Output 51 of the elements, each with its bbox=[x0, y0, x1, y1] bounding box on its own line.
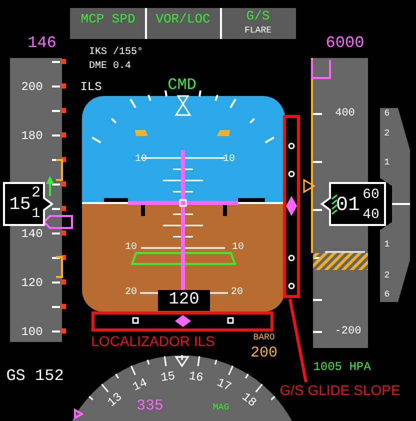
ils-course: IKS /155° bbox=[89, 48, 143, 58]
vertical-speed-value: 2 bbox=[384, 130, 390, 138]
altitude-scale-value: 400 bbox=[335, 108, 355, 120]
minimums-label: BARO bbox=[253, 334, 275, 342]
speed-readout-digit: 2 bbox=[32, 186, 40, 200]
pitch-scale-value: 10 bbox=[223, 155, 235, 165]
minimums-value: 200 bbox=[250, 346, 278, 360]
heading-scale-value: 13 bbox=[106, 391, 125, 410]
heading-reference: MAG bbox=[212, 404, 230, 412]
autopilot-status: CMD bbox=[168, 77, 196, 93]
pitch-scale-value: 20 bbox=[231, 288, 243, 298]
speed-readout-digit: 1 bbox=[32, 207, 40, 221]
vertical-speed-value: 1 bbox=[384, 240, 390, 250]
mode-annunciation: FLARE bbox=[244, 26, 272, 36]
heading-scale-value: 14 bbox=[130, 376, 149, 394]
heading-scale-value: 15 bbox=[160, 370, 176, 384]
leader-line bbox=[288, 298, 308, 382]
vertical-speed-value: 2 bbox=[384, 272, 390, 280]
selected-altitude: 6000 bbox=[326, 35, 364, 51]
vertical-speed-value: 1 bbox=[384, 158, 390, 168]
vertical-speed-value: 6 bbox=[384, 110, 390, 118]
speed-scale-value: 200 bbox=[21, 81, 43, 93]
speed-scale-value: 100 bbox=[21, 326, 43, 338]
pitch-scale-value: 10 bbox=[125, 243, 137, 253]
altitude-readout-digit: 60 bbox=[362, 188, 380, 202]
pitch-scale-value: 20 bbox=[125, 288, 137, 298]
pitch-scale-value: 10 bbox=[232, 243, 244, 253]
altitude-readout-digit: 40 bbox=[362, 208, 380, 222]
barometric-setting: 1005 HPA bbox=[313, 361, 371, 373]
speed-scale-value: 120 bbox=[21, 277, 43, 289]
heading-scale-value: 16 bbox=[188, 370, 204, 384]
callout-text: LOCALIZADOR ILS bbox=[91, 334, 215, 348]
speed-readout-digit: 15 bbox=[9, 196, 31, 214]
mode-annunciation: VOR/LOC bbox=[156, 12, 210, 26]
ground-speed: GS 152 bbox=[6, 368, 64, 384]
callout-text: G/S GLIDE SLOPE bbox=[280, 382, 400, 398]
speed-scale-value: 180 bbox=[21, 130, 43, 142]
speed-scale-value: 140 bbox=[21, 228, 43, 240]
mode-annunciation: MCP SPD bbox=[80, 12, 136, 26]
vertical-speed-value: 6 bbox=[384, 290, 390, 300]
altitude-readout-digit: 01 bbox=[336, 196, 360, 216]
altitude-scale-value: -200 bbox=[334, 326, 362, 338]
heading-scale-value: 17 bbox=[215, 376, 234, 394]
approach-mode: ILS bbox=[80, 81, 102, 93]
mode-annunciation: G/S bbox=[246, 10, 270, 22]
glide-slope-scale bbox=[283, 115, 300, 298]
dme-distance: DME 0.4 bbox=[89, 62, 131, 72]
radio-altitude: 120 bbox=[168, 292, 200, 308]
selected-heading: 335 bbox=[136, 398, 164, 414]
selected-speed: 146 bbox=[28, 35, 56, 51]
heading-scale-value: 18 bbox=[239, 391, 258, 410]
